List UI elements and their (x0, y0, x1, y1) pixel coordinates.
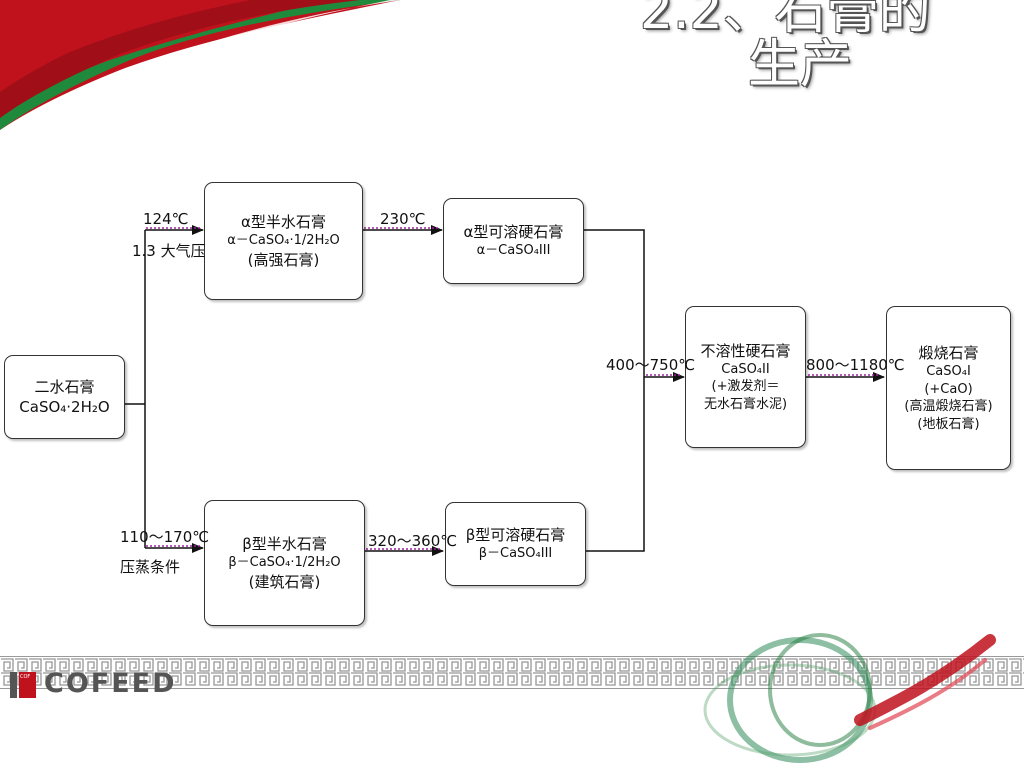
node-label: β型可溶硬石膏 (465, 526, 566, 545)
condition-beta-dehydrate: 320～360℃ (368, 532, 458, 550)
node-formula: β－CaSO₄III (478, 546, 553, 562)
node-note: (+激发剂＝ (711, 379, 780, 395)
condition-to-insoluble: 400～750℃ (606, 356, 696, 374)
node-beta-soluble-anhydrite: β型可溶硬石膏 β－CaSO₄III (445, 502, 586, 586)
node-formula: α－CaSO₄III (476, 243, 551, 259)
node-formula: α－CaSO₄·1/2H₂O (227, 233, 340, 249)
slide-title-line1: 2.2、石膏的 (640, 0, 931, 41)
node-note: (高强石膏) (247, 250, 320, 269)
branch-line (124, 230, 146, 548)
condition-to-calcined: 800～1180℃ (806, 356, 905, 374)
node-alpha-soluble-anhydrite: α型可溶硬石膏 α－CaSO₄III (443, 198, 584, 284)
node-note: (+CaO) (924, 381, 973, 397)
node-dihydrate-gypsum: 二水石膏 CaSO₄·2H₂O (4, 355, 125, 439)
merge-line (583, 229, 645, 552)
slide-title-line2: 生产 (748, 35, 853, 95)
node-formula: CaSO₄II (721, 361, 770, 377)
cofeed-logo-text: COFEED (44, 668, 177, 699)
node-note: (建筑石膏) (248, 572, 321, 591)
node-formula: CaSO₄·2H₂O (19, 398, 110, 416)
condition-alpha-dehydrate: 230℃ (380, 210, 426, 228)
node-insoluble-anhydrite: 不溶性硬石膏 CaSO₄II (+激发剂＝ 无水石膏水泥) (685, 306, 806, 448)
logo-badge-text: COF (20, 674, 31, 680)
condition-alpha-temp: 124℃ (143, 210, 189, 228)
node-beta-hemihydrate: β型半水石膏 β－CaSO₄·1/2H₂O (建筑石膏) (204, 500, 365, 626)
node-label: α型半水石膏 (241, 212, 326, 231)
node-label: 煅烧石膏 (918, 343, 979, 362)
condition-beta-temp: 110～170℃ (120, 528, 210, 546)
node-alpha-hemihydrate: α型半水石膏 α－CaSO₄·1/2H₂O (高强石膏) (204, 182, 363, 300)
cofeed-logo-mark: COF (10, 672, 36, 698)
condition-alpha-pressure: 1.3 大气压 (132, 242, 206, 260)
node-note: 无水石膏水泥) (703, 396, 788, 412)
node-note: (高温煅烧石膏) (904, 399, 993, 415)
condition-beta-method: 压蒸条件 (120, 558, 181, 576)
node-label: α型可溶硬石膏 (463, 223, 564, 242)
node-label: β型半水石膏 (242, 534, 327, 553)
node-calcined-gypsum: 煅烧石膏 CaSO₄I (+CaO) (高温煅烧石膏) (地板石膏) (886, 306, 1011, 470)
node-label: 不溶性硬石膏 (700, 341, 791, 360)
node-formula: CaSO₄I (926, 364, 971, 380)
node-label: 二水石膏 (34, 377, 95, 396)
node-note: (地板石膏) (917, 416, 980, 432)
node-formula: β－CaSO₄·1/2H₂O (228, 555, 341, 571)
swirl-decoration (703, 633, 996, 763)
